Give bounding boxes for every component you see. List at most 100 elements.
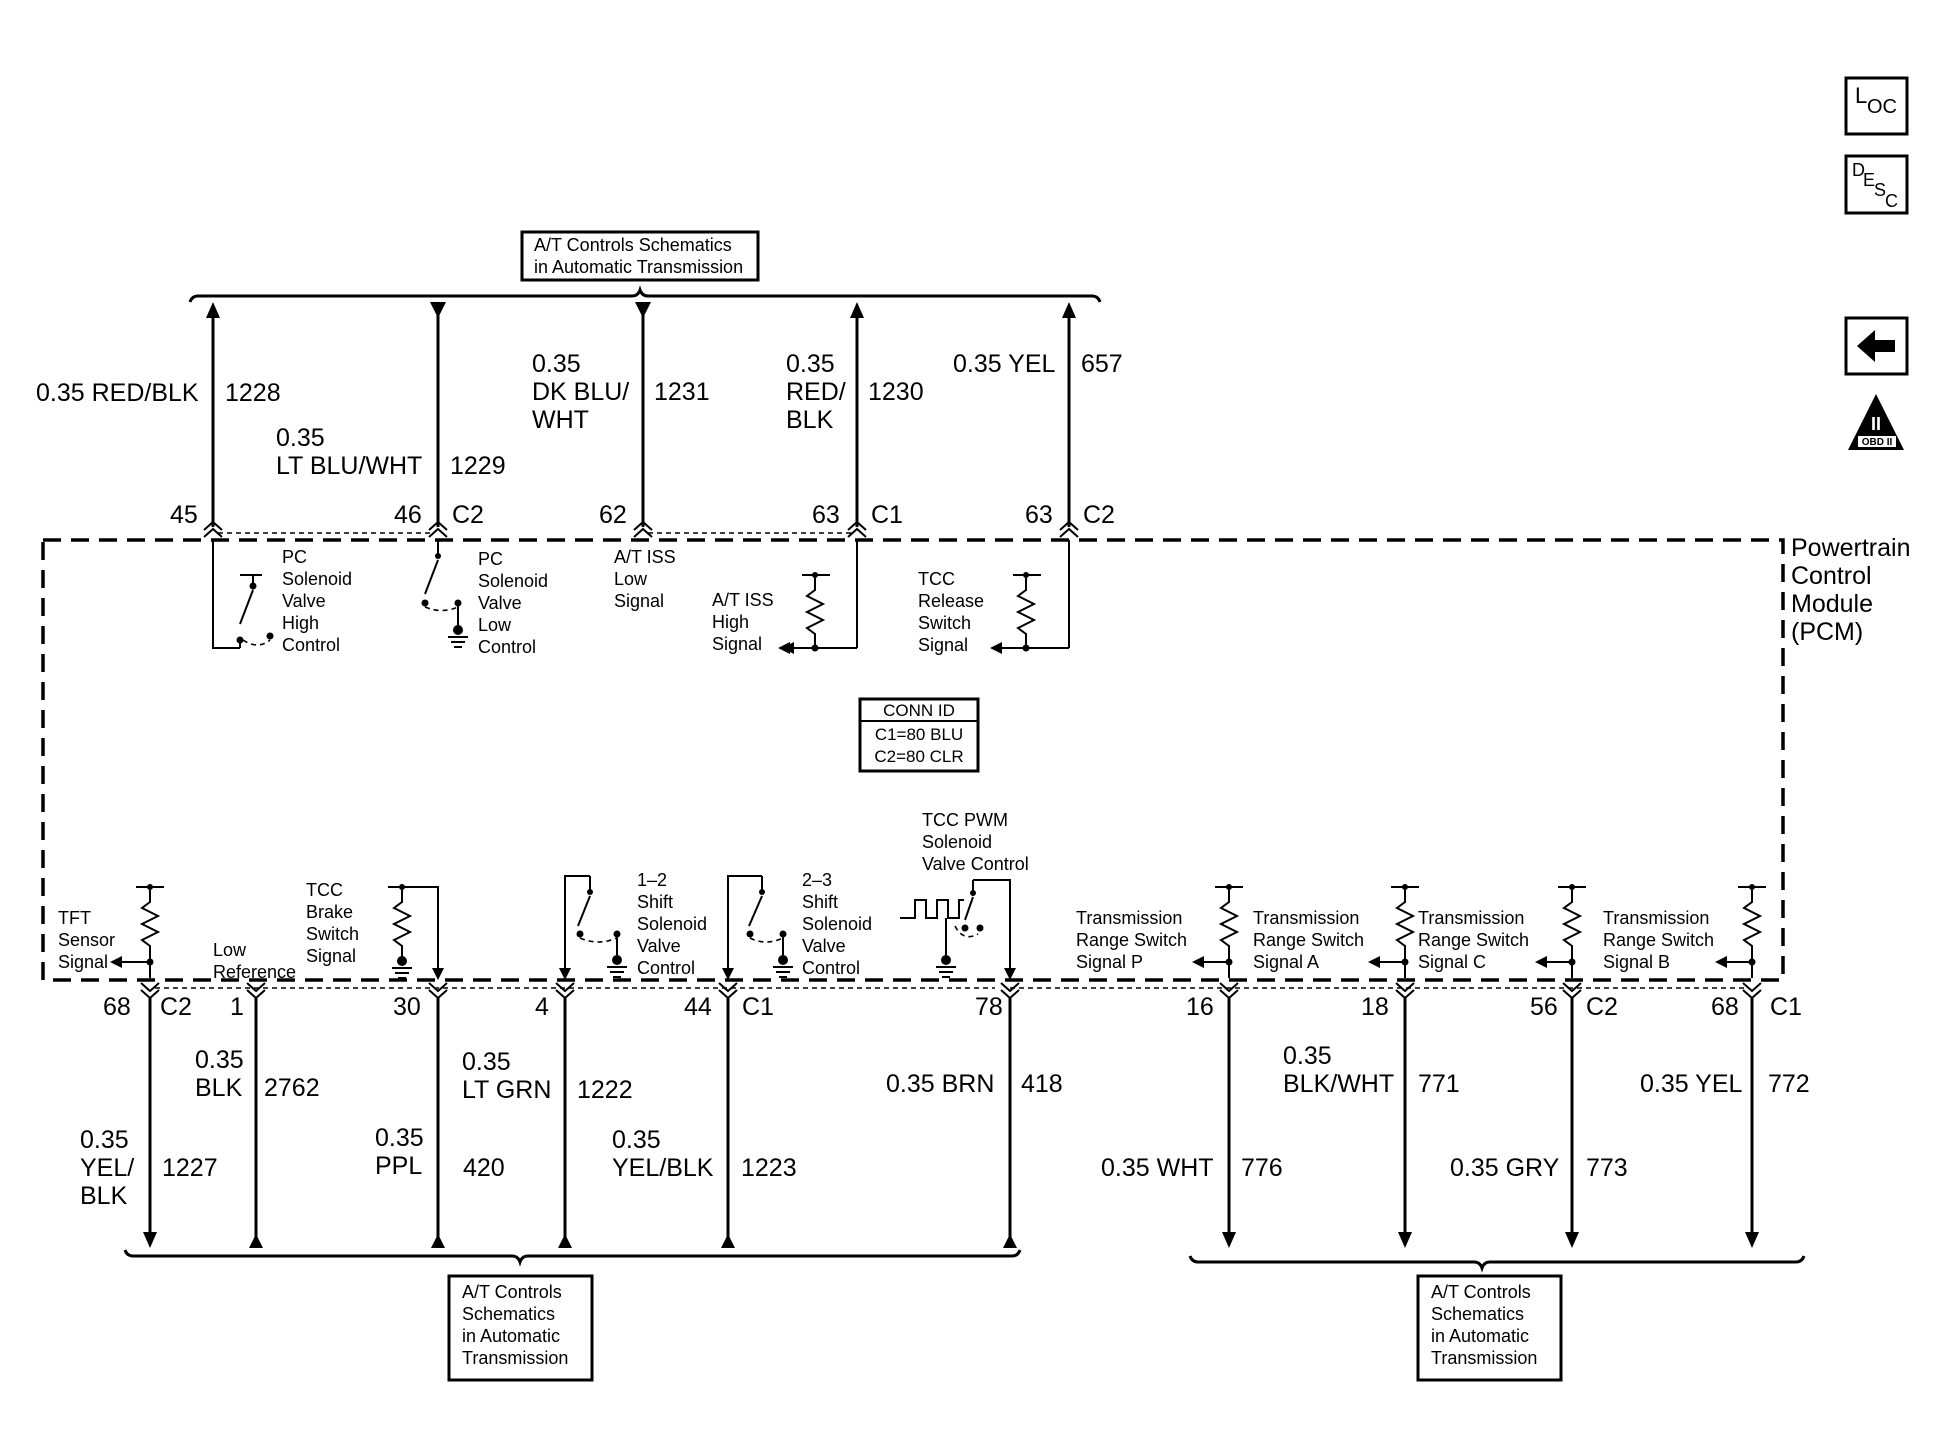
svg-text:Signal: Signal: [306, 946, 356, 966]
circuit-number: 772: [1768, 1070, 1810, 1098]
svg-text:Signal P: Signal P: [1076, 952, 1143, 972]
svg-text:Solenoid: Solenoid: [637, 914, 707, 934]
bottom-left-reference-box: A/T Controls Schematics in Automatic Tra…: [447, 1274, 594, 1382]
trs-signal-c-resistor: Transmission Range Switch Signal C: [1418, 884, 1586, 978]
svg-text:Signal: Signal: [918, 635, 968, 655]
svg-text:Low: Low: [213, 940, 247, 960]
svg-text:Sensor: Sensor: [58, 930, 115, 950]
svg-text:1230: 1230: [868, 378, 924, 406]
pc-solenoid-low-switch: PC Solenoid Valve Low Control: [421, 540, 548, 657]
svg-text:TCC PWM: TCC PWM: [922, 810, 1008, 830]
circuit-number: 771: [1418, 1070, 1460, 1098]
svg-text:63: 63: [1025, 501, 1053, 529]
wire-color-label: BLK: [80, 1182, 128, 1210]
svg-text:0.35: 0.35: [786, 350, 835, 378]
svg-text:Reference: Reference: [213, 962, 296, 982]
wire-color-label: 0.35 GRY: [1450, 1154, 1560, 1182]
bottom-right-bracket: [1188, 1255, 1806, 1273]
pcm-boundary: [41, 538, 1785, 982]
wire-circuit-1230: 0.35 RED/ BLK 1230 63 C1: [786, 302, 924, 538]
circuit-number: 1222: [577, 1076, 633, 1104]
tcc-release-resistor: TCC Release Switch Signal: [918, 540, 1070, 655]
pin-number: 16: [1186, 993, 1214, 1021]
desc-icon[interactable]: D E S C: [1844, 154, 1909, 215]
svg-text:Control: Control: [802, 958, 860, 978]
obd-ii-icon[interactable]: II OBD II: [1848, 394, 1904, 450]
svg-text:(PCM): (PCM): [1791, 618, 1863, 646]
wire-color-label: 0.35: [195, 1046, 244, 1074]
pin-number: 30: [393, 993, 421, 1021]
pin-number: 78: [975, 993, 1003, 1021]
svg-text:62: 62: [599, 501, 627, 529]
svg-text:Schematics: Schematics: [1431, 1304, 1524, 1324]
connector-id: C1: [742, 993, 774, 1021]
svg-text:Switch: Switch: [918, 613, 971, 633]
svg-text:Module: Module: [1791, 590, 1873, 618]
svg-text:C2: C2: [452, 501, 484, 529]
wire-color-label: 0.35: [375, 1124, 424, 1152]
svg-text:A/T ISS: A/T ISS: [614, 547, 676, 567]
svg-text:High: High: [712, 612, 749, 632]
svg-text:Brake: Brake: [306, 902, 353, 922]
svg-text:A/T Controls: A/T Controls: [1431, 1282, 1531, 1302]
svg-text:LT BLU/WHT: LT BLU/WHT: [276, 452, 422, 480]
back-arrow-icon[interactable]: [1844, 316, 1909, 376]
svg-text:Control: Control: [282, 635, 340, 655]
svg-text:Valve Control: Valve Control: [922, 854, 1029, 874]
svg-text:Release: Release: [918, 591, 984, 611]
svg-text:Signal: Signal: [712, 634, 762, 654]
svg-text:Transmission: Transmission: [1418, 908, 1524, 928]
svg-text:45: 45: [170, 501, 198, 529]
loc-icon[interactable]: L OC: [1844, 76, 1909, 136]
wire-color-label: BLK: [195, 1074, 243, 1102]
svg-text:Valve: Valve: [802, 936, 846, 956]
svg-text:CONN ID: CONN ID: [883, 701, 955, 720]
svg-text:Low: Low: [478, 615, 512, 635]
top-bracket: [188, 285, 1102, 303]
iss-low-signal-label: A/T ISS Low Signal: [614, 547, 676, 611]
trs-signal-a-resistor: Transmission Range Switch Signal A: [1253, 884, 1419, 978]
pin-number: 68: [1711, 993, 1739, 1021]
svg-text:L: L: [1855, 83, 1867, 108]
svg-text:Valve: Valve: [637, 936, 681, 956]
svg-text:0.35: 0.35: [532, 350, 581, 378]
low-reference-label: Low Reference: [213, 940, 296, 982]
pin-number: 1: [230, 993, 244, 1021]
svg-text:C2: C2: [1083, 501, 1115, 529]
svg-text:46: 46: [394, 501, 422, 529]
pcm-label: Powertrain Control Module (PCM): [1791, 534, 1911, 646]
svg-text:A/T Controls: A/T Controls: [462, 1282, 562, 1302]
svg-text:PC: PC: [282, 547, 307, 567]
pin-number: 44: [684, 993, 712, 1021]
svg-text:A/T ISS: A/T ISS: [712, 590, 774, 610]
circuit-number: 1223: [741, 1154, 797, 1182]
svg-text:Transmission: Transmission: [1431, 1348, 1537, 1368]
wire-color-label: LT GRN: [462, 1076, 551, 1104]
svg-text:Schematics: Schematics: [462, 1304, 555, 1324]
pin-number: 56: [1530, 993, 1558, 1021]
wire-color-label: 0.35: [80, 1126, 129, 1154]
pin-number: 18: [1361, 993, 1389, 1021]
svg-text:in Automatic Transmission: in Automatic Transmission: [534, 257, 743, 277]
svg-text:A/T Controls Schematics: A/T Controls Schematics: [534, 235, 732, 255]
svg-text:Signal: Signal: [58, 952, 108, 972]
wire-circuit-1231: 0.35 DK BLU/ WHT 1231 62: [532, 302, 710, 538]
tft-sensor-resistor: TFT Sensor Signal: [58, 884, 164, 978]
svg-text:Solenoid: Solenoid: [922, 832, 992, 852]
svg-text:2–3: 2–3: [802, 870, 832, 890]
wire-circuit-1229: 0.35 LT BLU/WHT 1229 46 C2: [276, 302, 506, 538]
svg-text:Solenoid: Solenoid: [478, 571, 548, 591]
circuit-number: 1227: [162, 1154, 218, 1182]
svg-text:D: D: [1852, 160, 1865, 180]
wire-color-label: YEL/BLK: [612, 1154, 714, 1182]
svg-text:WHT: WHT: [532, 406, 589, 434]
iss-high-arrow: [778, 642, 790, 654]
pc-solenoid-high-switch: PC Solenoid Valve High Control: [212, 540, 352, 655]
bottom-left-bracket: [123, 1249, 1022, 1267]
svg-text:Shift: Shift: [802, 892, 838, 912]
